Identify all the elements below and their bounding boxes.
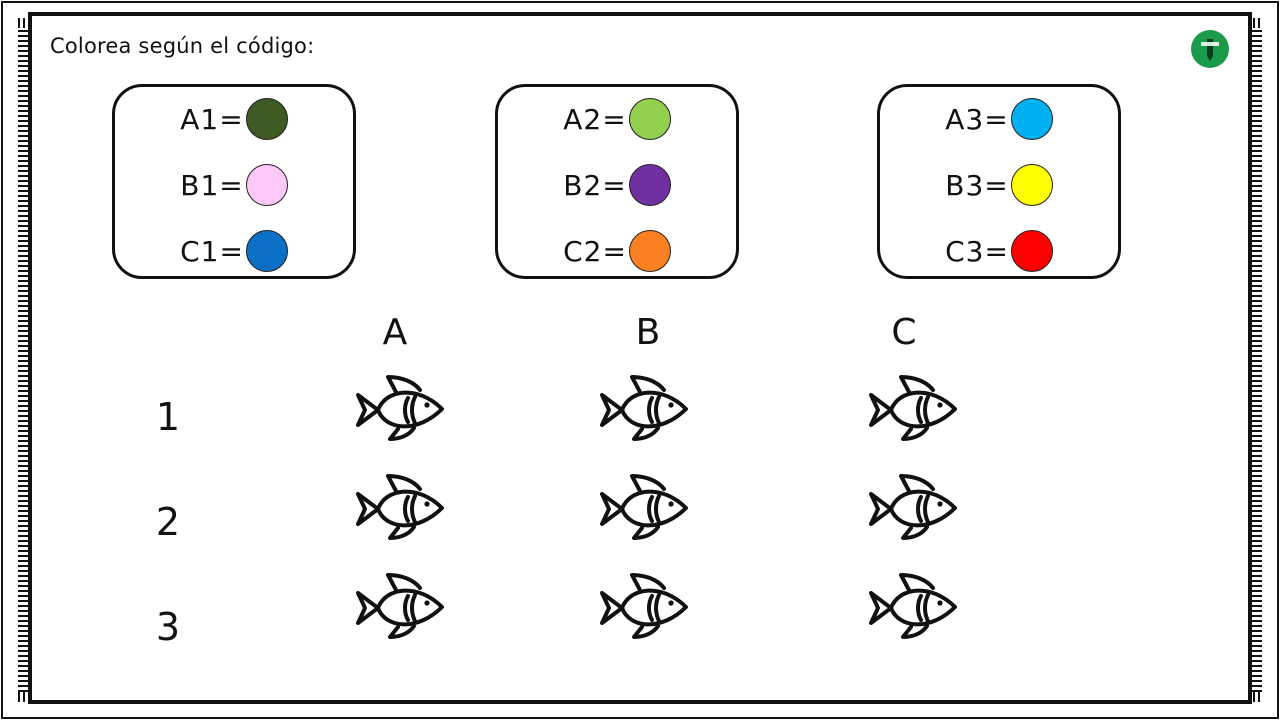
row-label-3: 3 (155, 605, 181, 649)
legend-row: A2= (498, 96, 736, 142)
color-swatch (245, 230, 288, 272)
legend-row: C2= (498, 228, 736, 274)
legend-row: B1= (115, 162, 353, 208)
color-swatch (245, 164, 288, 206)
fish-icon (596, 472, 692, 544)
legend-code: A2= (563, 102, 627, 136)
row-label-1: 1 (155, 395, 181, 439)
pencil-logo-icon (1191, 30, 1229, 68)
row-label-2: 2 (155, 500, 181, 544)
legend-code: A3= (945, 102, 1009, 136)
fish-icon (596, 571, 692, 643)
legend-row: A3= (880, 96, 1118, 142)
column-label-a: A (382, 312, 408, 353)
legend-row: B3= (880, 162, 1118, 208)
color-swatch (1010, 230, 1053, 272)
legend-code: C1= (180, 234, 244, 268)
legend-code: B1= (180, 168, 244, 202)
legend-box-2: A2= B2= C2= (495, 84, 739, 279)
legend-row: A1= (115, 96, 353, 142)
instruction-text: Colorea según el código: (50, 34, 315, 58)
legend-code: B3= (945, 168, 1009, 202)
fish-icon (865, 373, 961, 445)
legend-code: A1= (180, 102, 244, 136)
fish-icon (865, 571, 961, 643)
legend-box-1: A1= B1= C1= (112, 84, 356, 279)
color-swatch (1010, 98, 1053, 140)
legend-code: C3= (945, 234, 1009, 268)
legend-row: C1= (115, 228, 353, 274)
column-label-c: C (891, 312, 917, 353)
legend-code: B2= (563, 168, 627, 202)
fish-icon (352, 571, 448, 643)
fish-icon (596, 373, 692, 445)
color-swatch (245, 98, 288, 140)
legend-row: C3= (880, 228, 1118, 274)
legend-box-3: A3= B3= C3= (877, 84, 1121, 279)
color-swatch (628, 230, 671, 272)
legend-code: C2= (563, 234, 627, 268)
fish-icon (865, 472, 961, 544)
fish-icon (352, 373, 448, 445)
fish-icon (352, 472, 448, 544)
color-swatch (628, 164, 671, 206)
column-label-b: B (635, 312, 661, 353)
color-swatch (1010, 164, 1053, 206)
color-swatch (628, 98, 671, 140)
legend-row: B2= (498, 162, 736, 208)
